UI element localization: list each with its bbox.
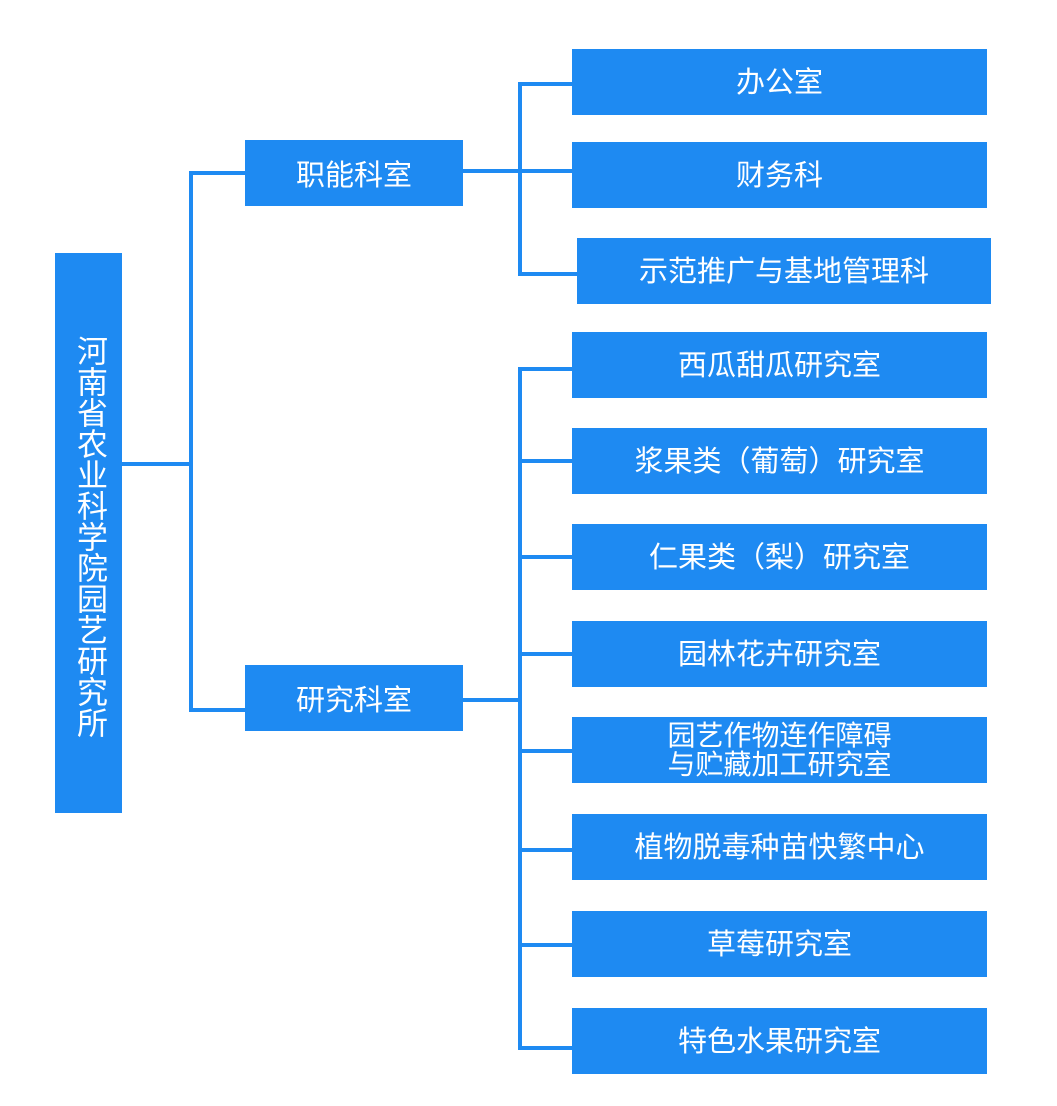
leaf-label: 仁果类（梨）研究室: [648, 539, 910, 574]
leaf-node: 办公室: [572, 49, 987, 115]
branch-label: 研究科室: [295, 683, 412, 717]
leaf-label: 特色水果研究室: [677, 1023, 881, 1058]
branch-node-functional: 职能科室: [245, 140, 463, 206]
leaf-node: 园林花卉研究室: [572, 621, 987, 687]
branch-node-research: 研究科室: [245, 665, 463, 731]
leaf-label: 植物脱毒种苗快繁中心: [634, 829, 925, 864]
leaf-node: 浆果类（葡萄）研究室: [572, 428, 987, 494]
leaf-node: 植物脱毒种苗快繁中心: [572, 814, 987, 880]
leaf-node: 园艺作物连作障碍 与贮藏加工研究室: [572, 717, 987, 783]
leaf-label: 园林花卉研究室: [677, 636, 881, 671]
leaf-node: 示范推广与基地管理科: [577, 238, 991, 304]
leaf-node: 特色水果研究室: [572, 1008, 987, 1074]
leaf-label: 西瓜甜瓜研究室: [677, 347, 881, 382]
leaf-node: 西瓜甜瓜研究室: [572, 332, 987, 398]
leaf-label: 财务科: [735, 157, 823, 192]
leaf-label: 浆果类（葡萄）研究室: [634, 443, 925, 478]
leaf-node: 仁果类（梨）研究室: [572, 524, 987, 590]
leaf-node: 草莓研究室: [572, 911, 987, 977]
leaf-label: 办公室: [735, 64, 823, 99]
leaf-label: 园艺作物连作障碍 与贮藏加工研究室: [667, 719, 892, 781]
leaf-node: 财务科: [572, 142, 987, 208]
root-label: 河南省农业科学院园艺研究所: [71, 334, 107, 738]
leaf-label: 草莓研究室: [706, 926, 852, 961]
leaf-label: 示范推广与基地管理科: [638, 253, 929, 288]
branch-label: 职能科室: [295, 158, 412, 192]
root-node: 河南省农业科学院园艺研究所: [55, 253, 122, 813]
